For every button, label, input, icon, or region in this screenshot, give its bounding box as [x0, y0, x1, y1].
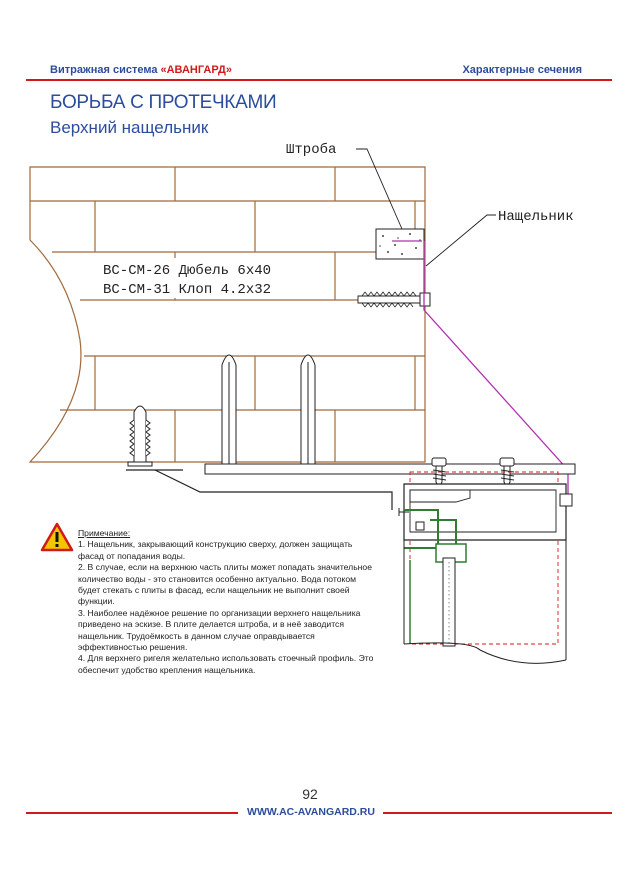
note-item-1: 1. Нащельник, закрывающий конструкцию св… [78, 539, 353, 561]
anchor-dowels [127, 354, 316, 467]
note-heading: Примечание: [78, 528, 131, 538]
screws-top [431, 457, 515, 490]
page-number: 92 [302, 786, 318, 802]
header-system-prefix: Витражная система [50, 64, 161, 76]
label-groove: Штроба [286, 141, 336, 158]
footer-url[interactable]: WWW.AC-AVANGARD.RU [247, 806, 375, 818]
note-block: Примечание: 1. Нащельник, закрывающий ко… [78, 528, 378, 676]
fastener-label-1: ВС-СМ-26 Дюбель 6х40 [103, 262, 271, 279]
leader-groove [356, 148, 403, 230]
header-brand: «АВАНГАРД» [160, 64, 232, 76]
page-title: БОРЬБА С ПРОТЕЧКАМИ [50, 92, 277, 113]
flashing-profile [423, 241, 569, 506]
warning-icon [40, 522, 74, 552]
header-section: Характерные сечения [462, 64, 582, 76]
note-item-4: 4. Для верхнего ригеля желательно исполь… [78, 653, 374, 675]
label-flashing: Нащельник [498, 209, 574, 225]
header-divider [26, 79, 612, 81]
groove [375, 228, 425, 260]
note-item-3: 3. Наиболее надёжное решение по организа… [78, 607, 361, 653]
dowel-horizontal [357, 291, 431, 308]
header-system-title: Витражная система «АВАНГАРД» [50, 64, 232, 76]
page-subtitle: Верхний нащельник [50, 118, 209, 137]
note-item-2: 2. В случае, если на верхнюю часть плиты… [78, 562, 372, 607]
glazing-profile [398, 471, 573, 664]
fastener-label-bg [98, 258, 328, 298]
fastener-label-2: ВС-СМ-31 Клоп 4.2х32 [103, 282, 271, 298]
footer-divider-left [26, 812, 238, 814]
leader-flashing [425, 214, 496, 267]
support-bracket [126, 463, 576, 510]
footer-divider-right [383, 812, 612, 814]
